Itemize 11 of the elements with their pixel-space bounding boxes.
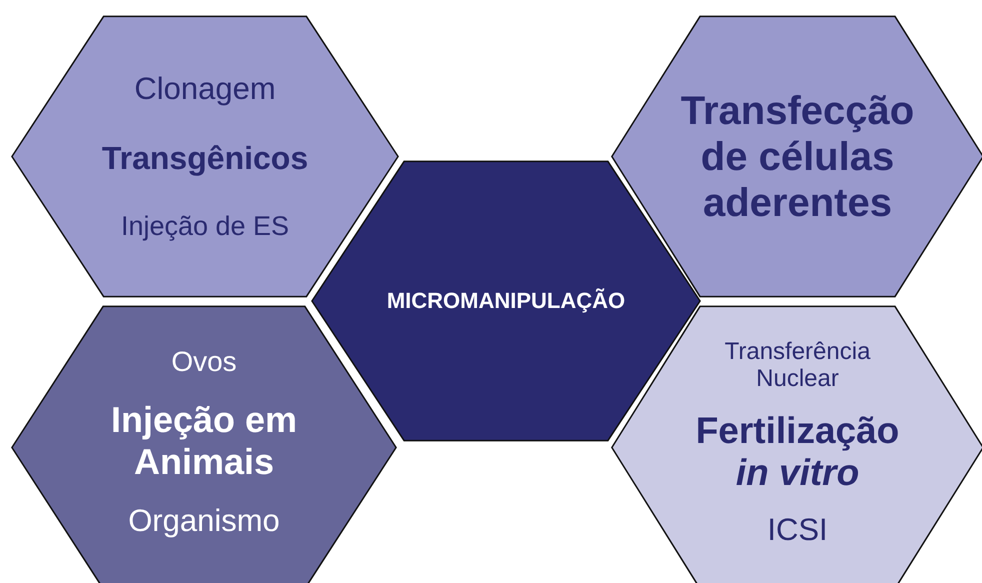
center-label: MICROMANIPULAÇÃO <box>386 288 626 314</box>
topic-label: Ovos <box>171 346 237 378</box>
heading-label: Fertilização in vitro <box>694 410 900 495</box>
topic-label: ICSI <box>767 512 828 548</box>
topic-label: Injeção de ES <box>120 211 290 242</box>
topic-label: Organismo <box>128 503 280 539</box>
heading-label: Transgênicos <box>102 140 308 178</box>
heading-label: Transfecção de células aderentes <box>680 88 916 226</box>
topic-label: Clonagem <box>134 70 276 107</box>
topic-label: Transferência Nuclear <box>724 338 872 393</box>
heading-label: Injeção em Animais <box>110 399 298 482</box>
